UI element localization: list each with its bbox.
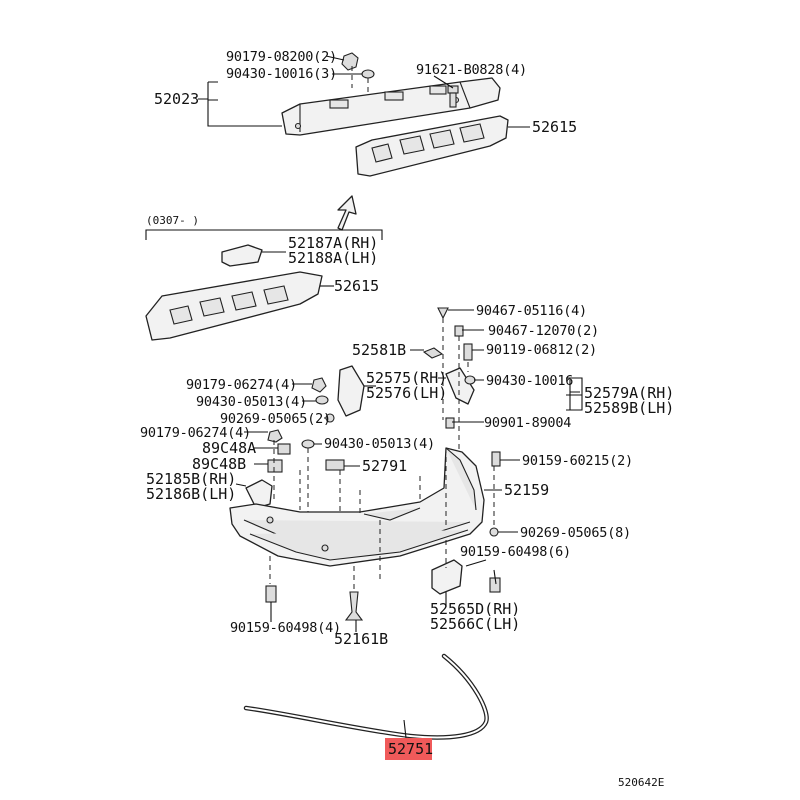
label-52581B: 52581B [352, 341, 406, 359]
clip-90159-60215-icon [491, 451, 501, 467]
bracket-52185B-icon[interactable] [245, 479, 273, 509]
bracket-52565D-icon[interactable] [431, 559, 463, 595]
label-90467-05116: 90467-05116(4) [476, 303, 587, 319]
label-52159: 52159 [504, 481, 549, 499]
label-90269-05065-2: 90269-05065(2) [220, 411, 331, 427]
screw-90467-05116-icon [437, 307, 449, 320]
label-52751: 52751 [388, 740, 433, 758]
clip-90901-89004-icon [445, 417, 455, 429]
label-90159-60498-4: 90159-60498(4) [230, 620, 341, 636]
washer-90430-05013-b-icon [301, 439, 315, 449]
clip-90467-12070-icon [454, 325, 464, 337]
label-90901-89004: 90901-89004 [484, 415, 571, 431]
label-89C48A: 89C48A [202, 439, 256, 457]
label-52615-mid: 52615 [334, 277, 379, 295]
label-52186B: 52186B(LH) [146, 485, 236, 503]
label-91621-B0828: 91621-B0828(4) [416, 62, 527, 78]
label-52161B: 52161B [334, 630, 388, 648]
label-90179-06274-a: 90179-06274(4) [186, 377, 297, 393]
label-52579A: 52579A(RH) [584, 384, 674, 402]
arrow-up-icon [337, 195, 357, 231]
bolt-90159-60498-4-icon [265, 585, 277, 603]
clip-52581B-icon [422, 347, 444, 359]
label-90159-60498-6: 90159-60498(6) [460, 544, 571, 560]
label-90269-05065-8: 90269-05065(8) [520, 525, 631, 541]
label-90467-12070: 90467-12070(2) [488, 323, 599, 339]
label-52188A: 52188A(LH) [288, 249, 378, 267]
label-52023: 52023 [154, 90, 199, 108]
bolt-90119-06812-icon [463, 343, 473, 361]
energy-absorber-52615-mid[interactable] [145, 271, 323, 341]
label-52566C: 52566C(LH) [430, 615, 520, 633]
bumper-cover-52159[interactable] [229, 447, 485, 567]
label-90119-06812: 90119-06812(2) [486, 342, 597, 358]
washer-90430-10016-icon [361, 69, 375, 79]
bumper-molding-52751[interactable] [243, 653, 489, 740]
label-90430-05013-b: 90430-05013(4) [324, 436, 435, 452]
clip-89C48B-icon [267, 459, 283, 473]
diagram-code: 520642E [618, 776, 664, 789]
washer-90430-10016-b-icon [464, 375, 476, 385]
label-89C48B: 89C48B [192, 455, 246, 473]
bracket-52575-left-icon[interactable] [337, 365, 365, 417]
label-90179-06274-b: 90179-06274(4) [140, 425, 251, 441]
nut-90179-08200-icon [341, 52, 359, 71]
label-90159-60215: 90159-60215(2) [522, 453, 633, 469]
sensor-52791-icon[interactable] [325, 459, 345, 471]
highlight-52751 [385, 738, 432, 760]
label-52791: 52791 [362, 457, 407, 475]
bracket-52575-icon[interactable] [445, 367, 475, 405]
label-52185B: 52185B(RH) [146, 470, 236, 488]
label-52565D: 52565D(RH) [430, 600, 520, 618]
label-90430-10016: 90430-10016 [486, 373, 573, 389]
clip-52161B-icon [344, 591, 364, 621]
nut-90179-06274-b-icon [267, 429, 283, 443]
energy-absorber-52615-top[interactable] [355, 115, 509, 177]
date-note: (0307- ) [146, 214, 199, 227]
nut-90269-05065-8-icon [489, 527, 499, 537]
label-90179-08200: 90179-08200(2) [226, 49, 337, 65]
label-90430-10016-3: 90430-10016(3) [226, 66, 337, 82]
label-52576: 52576(LH) [366, 384, 447, 402]
label-52615-top: 52615 [532, 118, 577, 136]
label-90430-05013-a: 90430-05013(4) [196, 394, 307, 410]
clip-89C48A-icon [277, 443, 291, 455]
label-52187A: 52187A(RH) [288, 234, 378, 252]
label-52575: 52575(RH) [366, 369, 447, 387]
retainer-52187A-icon[interactable] [221, 244, 263, 267]
bolt-91621-B0828-icon [447, 85, 459, 108]
washer-90430-05013-a-icon [315, 395, 329, 405]
label-52589B: 52589B(LH) [584, 399, 674, 417]
nut-90179-06274-a-icon [311, 377, 327, 393]
